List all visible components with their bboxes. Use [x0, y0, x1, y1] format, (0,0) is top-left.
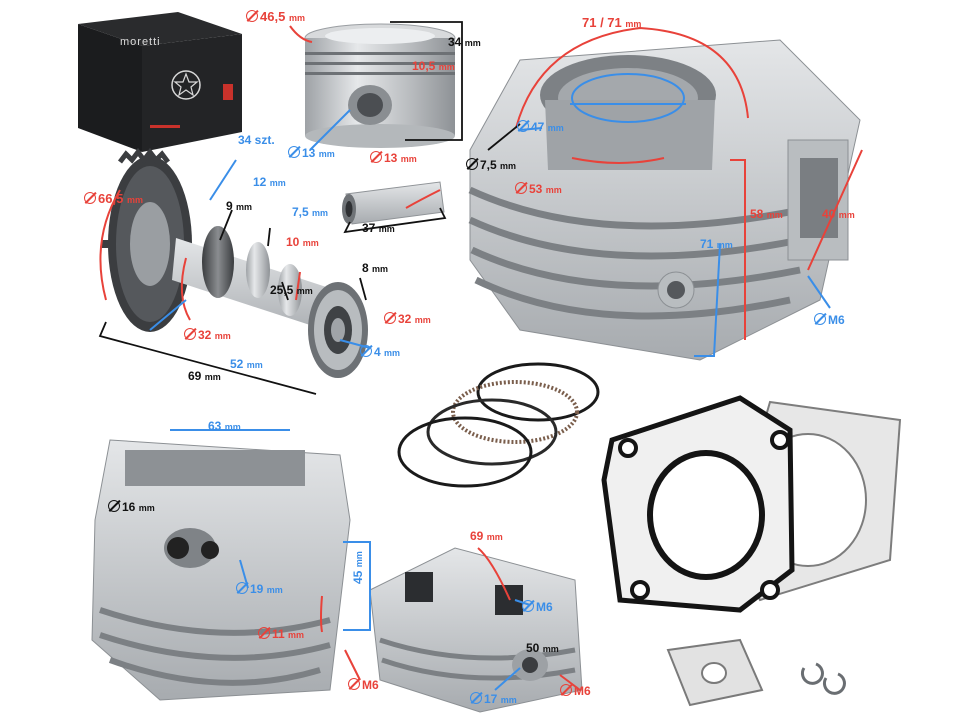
piston-pin-hole-label: 13 mm: [288, 146, 335, 159]
diameter-icon: [370, 151, 382, 163]
box-brand-label: moretti: [120, 36, 161, 48]
cam-255-label: 25,5 mm: [270, 283, 313, 297]
head-m6-label: M6: [348, 678, 379, 691]
diameter-icon: [84, 192, 96, 204]
cam-69-label: 69 mm: [188, 369, 221, 383]
head2-50-label: 50 mm: [526, 641, 559, 655]
diameter-icon: [470, 692, 482, 704]
head-45-label: 45 mm: [351, 551, 365, 584]
cam-52-label: 52 mm: [230, 357, 263, 371]
sprocket-diameter-label: 66,5 mm: [84, 192, 143, 205]
diameter-icon: [348, 678, 360, 690]
piston-ring-label: 10,5 mm: [412, 59, 455, 73]
head-19-label: 19 mm: [236, 582, 283, 595]
cam-8-label: 8 mm: [362, 261, 389, 275]
cam-9-label: 9 mm: [226, 199, 253, 213]
moretti-logo-icon: [171, 70, 201, 100]
diameter-icon: [517, 120, 529, 132]
cam-inner-label: 4 mm: [360, 345, 400, 358]
dimension-lines-blue: [149, 73, 831, 691]
cylinder-47-label: 47 mm: [517, 120, 564, 133]
cylinder-m6-label: M6: [814, 313, 845, 326]
dimension-lines-red: [99, 25, 863, 691]
sprocket-teeth-label: 34 szt.: [238, 133, 275, 147]
moretti-box: [78, 12, 242, 152]
cylinder-head-left: [91, 439, 351, 701]
cam-bearing-right-label: 32 mm: [384, 312, 431, 325]
diameter-icon: [108, 500, 120, 512]
diameter-icon: [466, 158, 478, 170]
cylinder-top-label: 71 / 71 mm: [582, 15, 642, 30]
cylinder-58-label: 58 mm: [750, 207, 783, 221]
diameter-icon: [258, 627, 270, 639]
diameter-icon: [515, 182, 527, 194]
cam-75-label: 7,5 mm: [292, 205, 329, 219]
head-63-label: 63 mm: [208, 419, 241, 433]
diameter-icon: [288, 146, 300, 158]
cam-12-label: 12 mm: [253, 175, 286, 189]
head2-m6a-label: M6: [522, 600, 553, 613]
pin-diameter-label: 13 mm: [370, 151, 417, 164]
cylinder-75-label: 7,5 mm: [466, 158, 516, 171]
small-gasket: [666, 638, 764, 707]
head2-17-label: 17 mm: [470, 692, 517, 705]
cylinder-head-right: [369, 547, 583, 713]
piston-rings: [397, 362, 600, 488]
head-16-label: 16 mm: [108, 500, 155, 513]
piston-pin: [342, 181, 445, 225]
diameter-icon: [360, 345, 372, 357]
cylinder-53-label: 53 mm: [515, 182, 562, 195]
pin-length-label: 37 mm: [362, 221, 395, 235]
cylinder: [468, 39, 861, 361]
gaskets: [601, 395, 902, 613]
piston: [304, 23, 456, 148]
head2-69-label: 69 mm: [470, 529, 503, 543]
head-11-label: 11 mm: [258, 627, 304, 640]
piston-diameter-label: 46,5 mm: [246, 10, 305, 23]
dimension-lines-black: [98, 21, 521, 395]
diameter-icon: [522, 600, 534, 612]
diameter-icon: [184, 328, 196, 340]
cylinder-71-label: 71 mm: [700, 237, 733, 251]
cylinder-40-label: 40 mm: [822, 207, 855, 221]
diameter-icon: [560, 684, 572, 696]
piston-pin-clips: [800, 662, 846, 695]
diameter-icon: [814, 313, 826, 325]
diameter-icon: [246, 10, 258, 22]
camshaft: [102, 147, 368, 378]
cam-10-label: 10 mm: [286, 235, 319, 249]
diameter-icon: [236, 582, 248, 594]
cam-bearing-left-label: 32 mm: [184, 328, 231, 341]
head2-m6b-label: M6: [560, 684, 591, 697]
diameter-icon: [384, 312, 396, 324]
piston-height-label: 34 mm: [448, 35, 481, 49]
